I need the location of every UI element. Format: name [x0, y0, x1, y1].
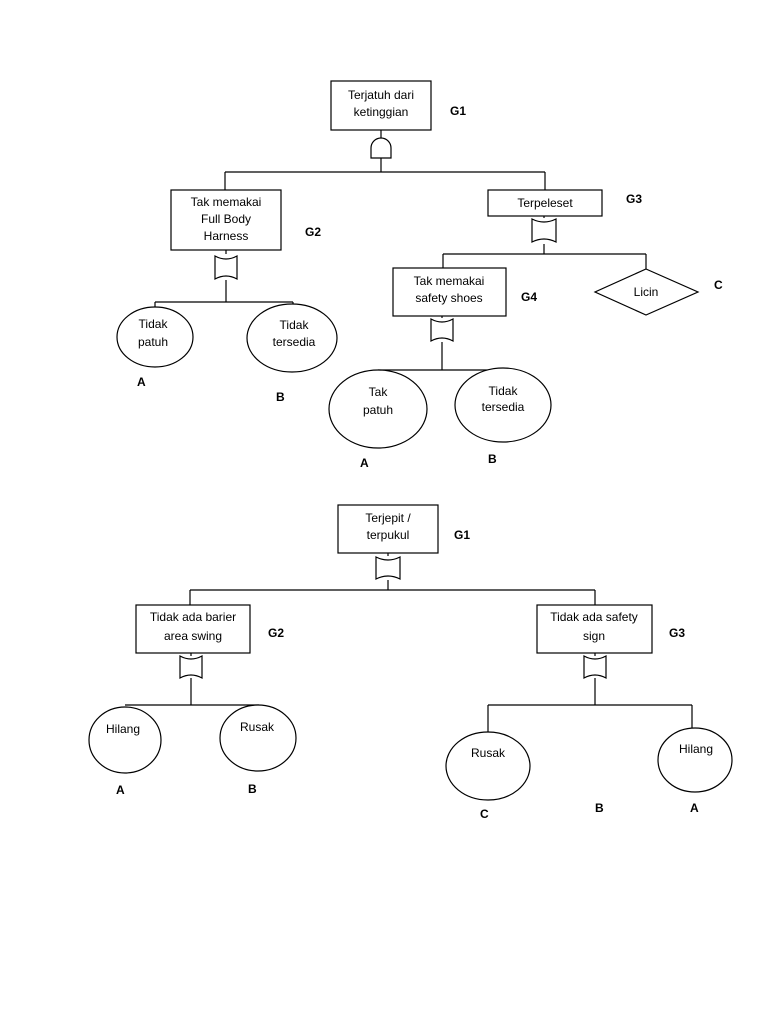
gate-label-g1: G1 — [454, 528, 470, 542]
event-line-2: area swing — [164, 629, 222, 643]
event-line-2: safety shoes — [415, 291, 482, 305]
basic-event-line-1: Tidak — [280, 318, 310, 332]
basic-event-circle: Hilang — [88, 706, 162, 774]
event-line-1: Tak memakai — [191, 195, 262, 209]
or-gate-icon — [531, 218, 557, 243]
basic-event-circle: Tidak tersedia — [454, 367, 552, 443]
gate-label-g1: G1 — [450, 104, 466, 118]
and-gate-icon — [370, 137, 392, 159]
basic-event-circle: Hilang — [657, 727, 733, 793]
basic-event-circle: Rusak — [445, 731, 531, 801]
or-gate-icon — [375, 556, 401, 580]
diamond-text: Licin — [634, 285, 659, 299]
event-line-1: Tak memakai — [414, 274, 485, 288]
event-code: B — [595, 801, 604, 815]
intermediate-event-box: Tidak ada barier area swing — [135, 604, 251, 654]
fault-tree-2: Terjepit / terpukul G1 Tidak ada barier ar… — [88, 504, 733, 821]
event-code: A — [360, 456, 369, 470]
basic-event-circle: Tak patuh — [328, 369, 428, 449]
basic-event-line-2: tersedia — [273, 335, 316, 349]
event-line-2: Full Body — [201, 212, 251, 226]
basic-event-line-2: tersedia — [482, 400, 525, 414]
gate-label-g2: G2 — [268, 626, 284, 640]
basic-event-line-1: Hilang — [679, 742, 713, 756]
basic-event-line-1: Tak — [369, 385, 389, 399]
or-gate-icon — [430, 317, 454, 343]
event-code: B — [248, 782, 257, 796]
intermediate-event-box: Tidak ada safety sign — [536, 604, 653, 654]
or-gate-icon — [583, 654, 607, 680]
event-code: A — [690, 801, 699, 815]
event-code: C — [480, 807, 489, 821]
top-event-line-1: Terjepit / — [365, 511, 411, 525]
event-code: B — [488, 452, 497, 466]
event-line-1: Tidak ada safety — [550, 610, 638, 624]
basic-event-line-1: Rusak — [471, 746, 506, 760]
event-line-2: sign — [583, 629, 605, 643]
intermediate-event-box: Tak memakai safety shoes — [392, 267, 507, 317]
or-gate-icon — [214, 254, 238, 281]
basic-event-line-2: patuh — [138, 335, 168, 349]
top-event-line-1: Terjatuh dari — [348, 88, 414, 102]
basic-event-line-1: Tidak — [489, 384, 519, 398]
svg-text:Terjepit /terpukul: Terjepit / terpukul — [365, 511, 411, 542]
event-code: A — [137, 375, 146, 389]
svg-text:Terpeleset: Terpeleset — [517, 196, 573, 210]
event-line-1: Terpeleset — [517, 196, 573, 210]
basic-event-circle: Rusak — [219, 704, 297, 772]
basic-event-circle: Tidak patuh — [116, 306, 194, 368]
gate-label-g2: G2 — [305, 225, 321, 239]
event-code: A — [116, 783, 125, 797]
basic-event-circle: Tidak tersedia — [246, 303, 338, 373]
top-event-box: Terjepit / terpukul — [337, 504, 439, 554]
event-line-1: Tidak ada barier — [150, 610, 236, 624]
intermediate-event-box: Terpeleset — [487, 189, 603, 217]
event-line-3: Harness — [204, 229, 249, 243]
or-gate-icon — [179, 654, 203, 680]
gate-label-g3: G3 — [626, 192, 642, 206]
top-event-line-2: terpukul — [367, 528, 410, 542]
undeveloped-event-diamond: Licin — [593, 268, 700, 316]
gate-label-g4: G4 — [521, 290, 537, 304]
event-code: C — [714, 278, 723, 292]
gate-label-g3: G3 — [669, 626, 685, 640]
top-event-box: Terjatuh dari ketinggian — [330, 80, 432, 131]
event-code: B — [276, 390, 285, 404]
basic-event-line-1: Rusak — [240, 720, 275, 734]
basic-event-line-2: patuh — [363, 403, 393, 417]
basic-event-line-1: Hilang — [106, 722, 140, 736]
top-event-line-2: ketinggian — [354, 105, 409, 119]
basic-event-line-1: Tidak — [139, 317, 169, 331]
